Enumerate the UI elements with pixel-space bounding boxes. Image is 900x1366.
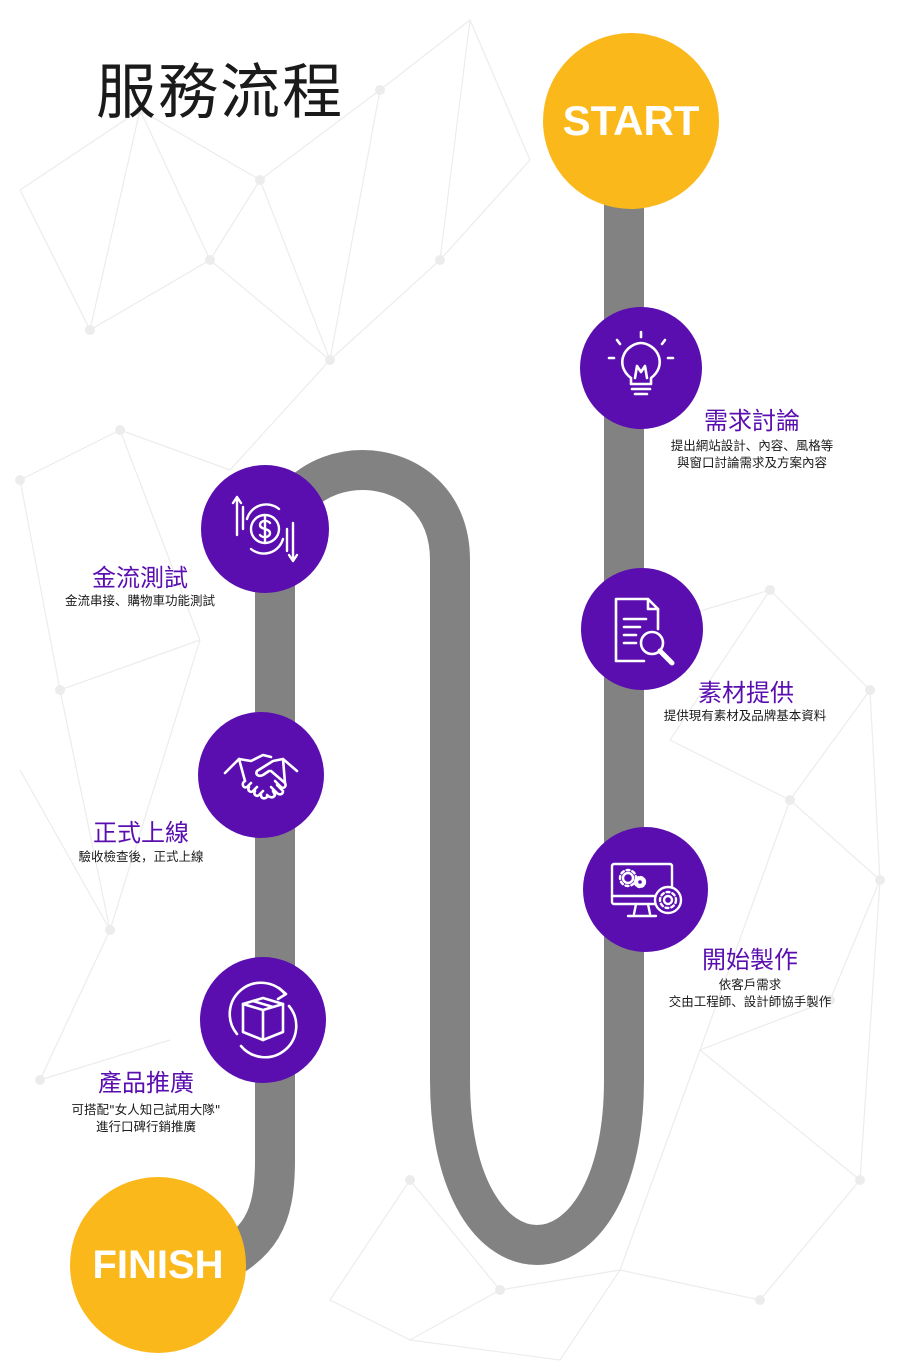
step-desc-line: 交由工程師、設計師協手製作: [668, 994, 832, 1009]
document-search-icon: [614, 597, 675, 666]
step-node-promotion: [200, 957, 326, 1083]
step-desc-line: 提供現有素材及品牌基本資料: [663, 708, 827, 723]
step-node-materials: [581, 568, 703, 690]
step-desc-production: 依客戶需求 交由工程師、設計師協手製作: [650, 976, 850, 1010]
step-desc-line: 驗收檢查後，正式上線: [78, 849, 204, 864]
handshake-icon: [223, 753, 299, 800]
step-desc-materials: 提供現有素材及品牌基本資料: [645, 707, 845, 724]
step-desc-requirements: 提出網站設計、內容、風格等 與窗口討論需求及方案內容: [652, 437, 852, 471]
step-node-payment: [201, 465, 329, 593]
step-desc-line: 與窗口討論需求及方案內容: [676, 455, 827, 470]
step-title-production: 開始製作: [702, 946, 798, 974]
finish-label: FINISH: [92, 1242, 224, 1287]
step-desc-line: 可搭配"女人知己試用大隊": [71, 1102, 221, 1117]
start-badge: START: [543, 33, 719, 209]
step-title-requirements: 需求討論: [704, 407, 800, 435]
step-title-payment: 金流測試: [92, 564, 188, 592]
dollar-exchange-icon: [231, 495, 299, 563]
lightbulb-icon: [607, 330, 675, 396]
step-desc-line: 金流串接、購物車功能測試: [64, 593, 215, 608]
step-title-launch: 正式上線: [93, 819, 189, 847]
start-label: START: [562, 97, 700, 144]
step-title-promotion: 產品推廣: [98, 1069, 194, 1097]
step-desc-promotion: 可搭配"女人知己試用大隊" 進行口碑行銷推廣: [46, 1101, 246, 1135]
step-node-production: [583, 827, 708, 952]
step-desc-line: 依客戶需求: [718, 977, 782, 992]
finish-badge: FINISH: [70, 1177, 246, 1353]
step-desc-line: 提出網站設計、內容、風格等: [670, 438, 834, 453]
box-refresh-icon: [228, 981, 298, 1059]
step-desc-line: 進行口碑行銷推廣: [95, 1119, 196, 1134]
step-desc-launch: 驗收檢查後，正式上線: [41, 848, 241, 865]
monitor-gears-icon: [610, 862, 682, 917]
step-desc-payment: 金流串接、購物車功能測試: [40, 592, 240, 609]
step-node-launch: [198, 712, 324, 838]
step-title-materials: 素材提供: [698, 679, 794, 707]
page-title: 服務流程: [96, 58, 344, 128]
step-node-requirements: [580, 307, 702, 429]
